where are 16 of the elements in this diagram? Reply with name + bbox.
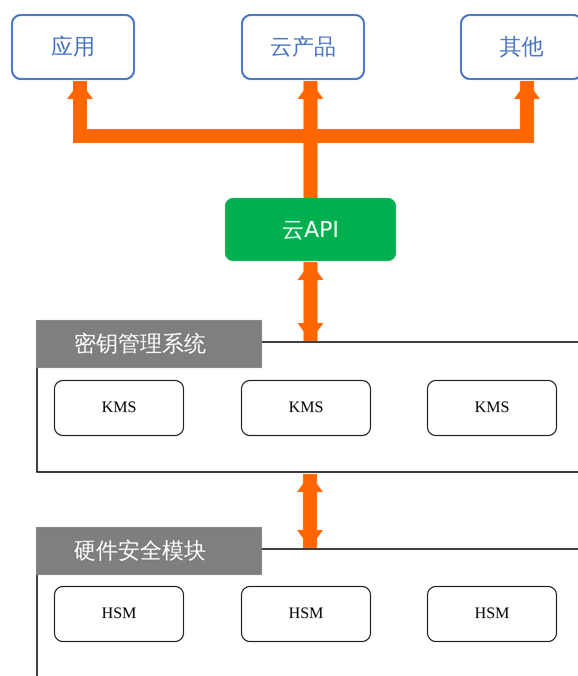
system-panel — [36, 320, 578, 473]
system-panel — [36, 527, 578, 676]
arrow — [297, 474, 323, 548]
module-box: HSM — [427, 586, 557, 642]
module-box: KMS — [241, 380, 371, 436]
module-box: HSM — [241, 586, 371, 642]
panel-header: 硬件安全模块 — [36, 527, 262, 575]
panel-header: 密钥管理系统 — [36, 320, 262, 368]
api-box: 云API — [225, 198, 396, 261]
arrow — [298, 262, 324, 341]
target-box: 应用 — [11, 14, 135, 80]
module-box: KMS — [427, 380, 557, 436]
target-box: 云产品 — [241, 14, 365, 80]
target-box: 其他 — [460, 14, 578, 80]
module-box: HSM — [54, 586, 184, 642]
module-box: KMS — [54, 380, 184, 436]
